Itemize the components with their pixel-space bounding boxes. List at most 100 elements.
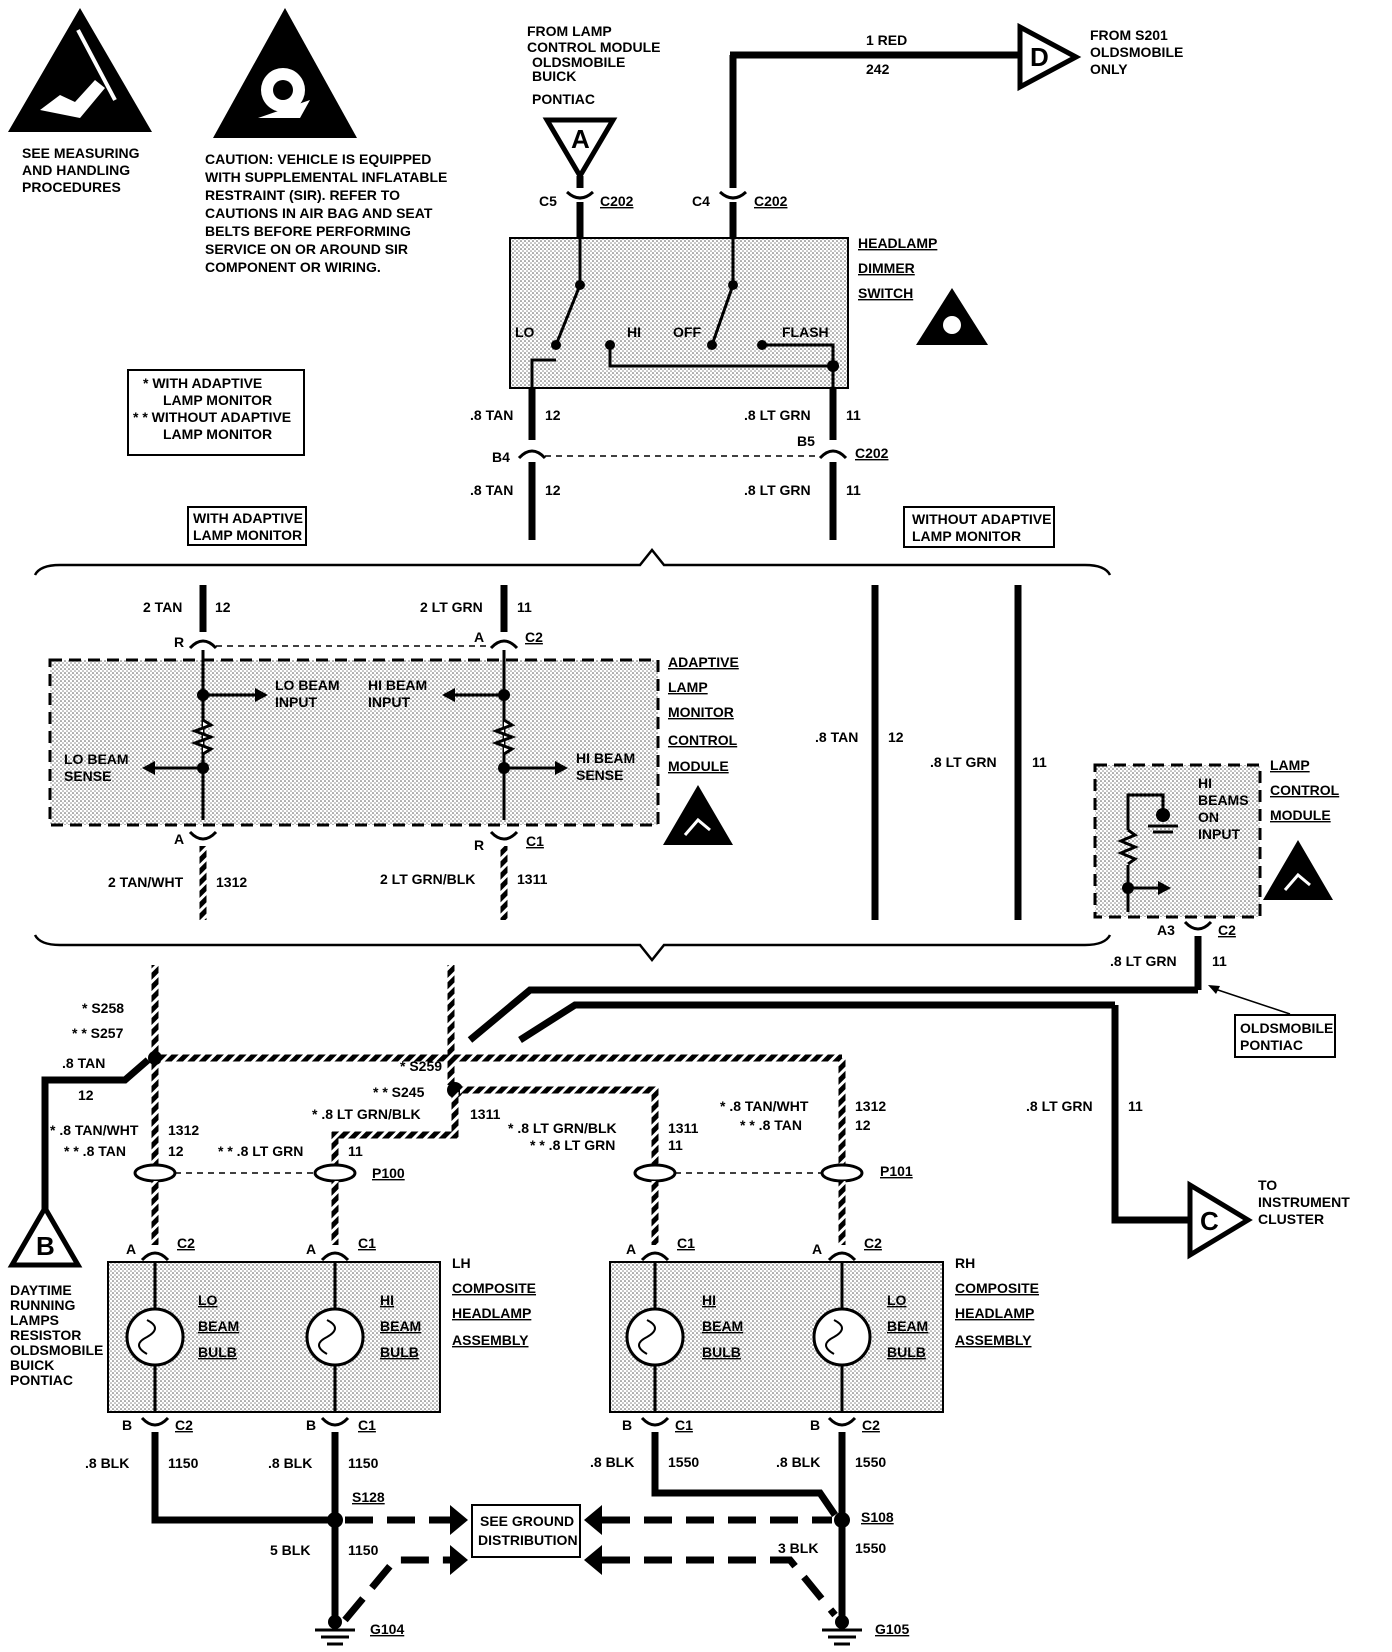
lo-beam-input-line1: LO BEAM bbox=[275, 677, 340, 693]
s257-label: * * S257 bbox=[72, 1025, 124, 1041]
wire-12-to-drl bbox=[41, 1057, 151, 1210]
wire-1550-rh-hi bbox=[651, 1432, 838, 1517]
lh-hi1: HI bbox=[380, 1292, 394, 1308]
lh-b2: B bbox=[306, 1417, 316, 1433]
see-ground-distribution-box bbox=[471, 1504, 581, 1558]
see-ground-line1: SEE GROUND bbox=[480, 1513, 574, 1529]
wire-11-color-b: .8 LT GRN bbox=[744, 482, 811, 498]
lh-c2b: C2 bbox=[175, 1417, 193, 1433]
almcm-name4: CONTROL bbox=[668, 732, 738, 748]
almcm-wire-11-number: 11 bbox=[517, 599, 532, 615]
rh-c2a: C2 bbox=[864, 1235, 882, 1251]
esd-warning-icon bbox=[8, 8, 152, 132]
headlamp-dimmer-switch-box bbox=[509, 237, 849, 389]
almcm-r-top: R bbox=[174, 634, 184, 650]
almcm-wire-11-color: 2 LT GRN bbox=[420, 599, 483, 615]
option-bracket-top bbox=[33, 547, 1112, 576]
connector-a-triangle bbox=[542, 117, 618, 181]
dimmer-lo-label: LO bbox=[515, 324, 535, 340]
lh-c1a: C1 bbox=[358, 1235, 376, 1251]
s259-label: * S259 bbox=[400, 1058, 442, 1074]
almcm-wire-12-color: 2 TAN bbox=[143, 599, 182, 615]
lo-beam-sense-line2: SENSE bbox=[64, 768, 111, 784]
rh-blk1-color: .8 BLK bbox=[590, 1454, 634, 1470]
almcm-r-bot: R bbox=[474, 837, 484, 853]
rh-hi1: HI bbox=[702, 1292, 716, 1308]
lcm-name3: MODULE bbox=[1270, 807, 1331, 823]
legend-line1: * WITH ADAPTIVE bbox=[143, 375, 262, 391]
c5-label: C5 bbox=[539, 193, 557, 209]
lcm-input-line3: ON bbox=[1198, 809, 1219, 825]
s258-label: * S258 bbox=[82, 1000, 124, 1016]
wire-12-number-b: 12 bbox=[545, 482, 561, 498]
almcm-wire-1312-color: 2 TAN/WHT bbox=[108, 874, 184, 890]
lh-b1: B bbox=[122, 1417, 132, 1433]
option-legend-box bbox=[127, 369, 305, 456]
rh-name4: ASSEMBLY bbox=[955, 1332, 1032, 1348]
lh-wire-1312-color: * .8 TAN/WHT bbox=[50, 1122, 139, 1138]
without-adaptive-label: WITHOUT ADAPTIVE bbox=[912, 511, 1051, 527]
lh-wire-1312-number: 1312 bbox=[168, 1122, 199, 1138]
lcm-name1: LAMP bbox=[1270, 757, 1310, 773]
lcm-input-line2: BEAMS bbox=[1198, 792, 1249, 808]
esd-note-line2: AND HANDLING bbox=[22, 162, 130, 178]
wire-12-color-a: .8 TAN bbox=[470, 407, 513, 423]
lh-hi2: BEAM bbox=[380, 1318, 421, 1334]
wire-to-instrument-cluster bbox=[518, 1001, 1115, 1043]
g105-label: G105 bbox=[875, 1621, 909, 1637]
dimmer-name1: HEADLAMP bbox=[858, 235, 937, 251]
legend-line2: LAMP MONITOR bbox=[163, 392, 272, 408]
hi-beam-sense-line1: HI BEAM bbox=[576, 750, 635, 766]
dimmer-name2: DIMMER bbox=[858, 260, 915, 276]
almcm-a-bot: A bbox=[174, 831, 184, 847]
lh-name3: HEADLAMP bbox=[452, 1305, 531, 1321]
connector-a-text1: FROM LAMP bbox=[527, 23, 612, 39]
rh-hi3: BULB bbox=[702, 1344, 741, 1360]
adaptive-lamp-monitor-module-box bbox=[48, 658, 660, 827]
sir-note-line2: WITH SUPPLEMENTAL INFLATABLE bbox=[205, 169, 447, 185]
lh-a1: A bbox=[126, 1241, 136, 1257]
lh-blk2-color: .8 BLK bbox=[268, 1455, 312, 1471]
lh-wire-11-number: 11 bbox=[348, 1143, 363, 1159]
p100-passthrough bbox=[133, 1163, 357, 1183]
almcm-name1: ADAPTIVE bbox=[668, 654, 739, 670]
instrument-wire-color: .8 LT GRN bbox=[1026, 1098, 1093, 1114]
rh-wire-1311-number: 1311 bbox=[668, 1120, 699, 1136]
connector-b-letter: B bbox=[36, 1231, 55, 1261]
wire-lcm-to-s259 bbox=[467, 986, 1198, 1043]
lh-c1b: C1 bbox=[358, 1417, 376, 1433]
lh-hi-beam-bulb bbox=[305, 1262, 365, 1412]
connector-a-text5: PONTIAC bbox=[532, 91, 595, 107]
rh-c1a: C1 bbox=[677, 1235, 695, 1251]
wire-instrument-cluster-run bbox=[1111, 1005, 1190, 1224]
rh-lo1: LO bbox=[887, 1292, 907, 1308]
almcm-wire-1312-number: 1312 bbox=[216, 874, 247, 890]
wire-242-color: 1 RED bbox=[866, 32, 907, 48]
rh-name3: HEADLAMP bbox=[955, 1305, 1034, 1321]
connector-a-text4: BUICK bbox=[532, 68, 576, 84]
rh-main-color: 3 BLK bbox=[778, 1540, 818, 1556]
rh-blk2-number: 1550 bbox=[855, 1454, 886, 1470]
ground-g105-icon bbox=[822, 1615, 862, 1646]
without-adaptive-label2: LAMP MONITOR bbox=[912, 528, 1021, 544]
lh-lo-beam-bulb bbox=[125, 1262, 185, 1412]
lh-blk2-number: 1150 bbox=[348, 1455, 379, 1471]
without-adaptive-box bbox=[903, 506, 1055, 548]
with-adaptive-label: WITH ADAPTIVE bbox=[193, 510, 303, 526]
with-adaptive-label2: LAMP MONITOR bbox=[193, 527, 302, 543]
lcm-input-line4: INPUT bbox=[1198, 826, 1240, 842]
mid-wire-1311-number: 1311 bbox=[470, 1106, 501, 1122]
legend-line4: LAMP MONITOR bbox=[163, 426, 272, 442]
lh-lo1: LO bbox=[198, 1292, 218, 1308]
wire-11-color-a: .8 LT GRN bbox=[744, 407, 811, 423]
connector-c-text1: TO bbox=[1258, 1177, 1277, 1193]
almcm-name5: MODULE bbox=[668, 758, 729, 774]
lh-blk1-color: .8 BLK bbox=[85, 1455, 129, 1471]
brand-box-line1: OLDSMOBILE bbox=[1240, 1020, 1333, 1036]
s245-label: * * S245 bbox=[373, 1084, 425, 1100]
rh-c2b: C2 bbox=[862, 1417, 880, 1433]
splice-s259 bbox=[447, 1082, 463, 1098]
almcm-wire-12-number: 12 bbox=[215, 599, 231, 615]
c202-label-c: C202 bbox=[855, 445, 889, 461]
